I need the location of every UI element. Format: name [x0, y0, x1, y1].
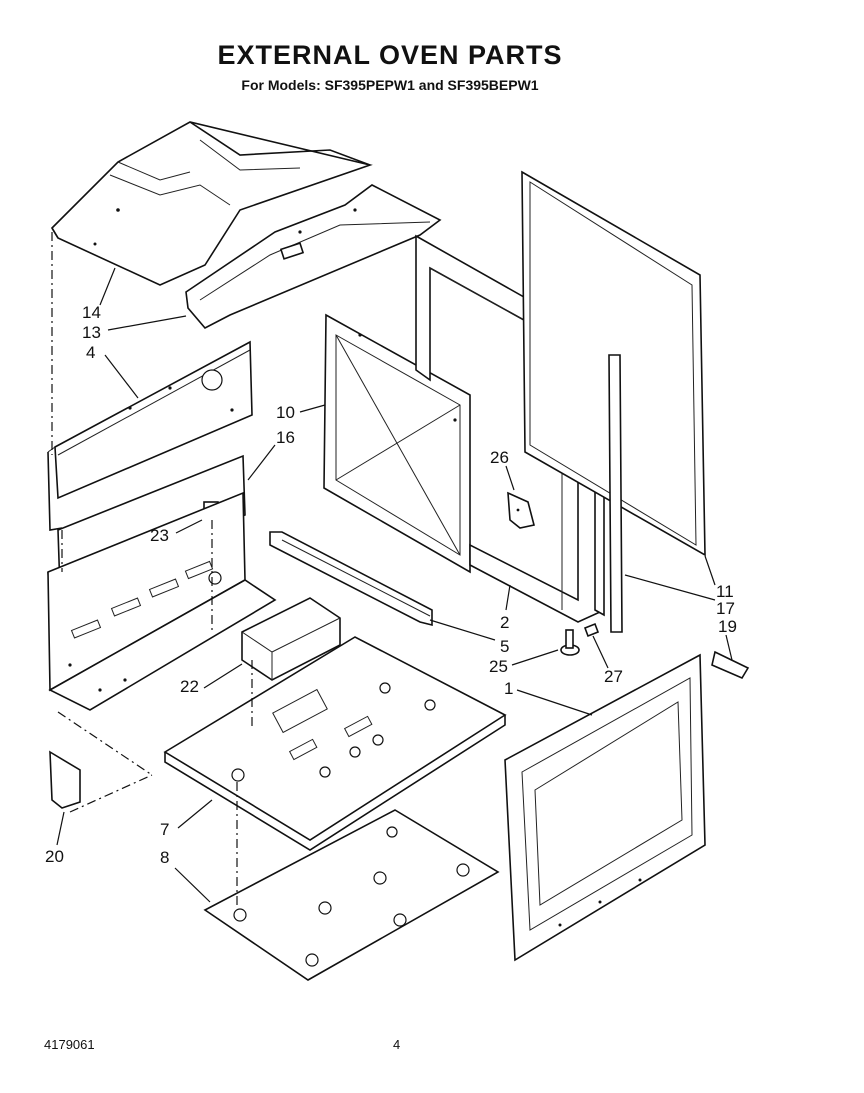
part-5-rail — [269, 531, 433, 627]
callout-19: 19 — [718, 617, 737, 636]
callout-25: 25 — [489, 657, 508, 676]
callout-22: 22 — [180, 677, 199, 696]
callout-27: 27 — [604, 667, 623, 686]
callout-7: 7 — [160, 820, 169, 839]
part-26-bracket — [507, 491, 535, 529]
callout-11: 11 — [716, 582, 734, 601]
page-number: 4 — [393, 1037, 401, 1052]
part-22-cover-box — [241, 597, 341, 681]
callout-5: 5 — [500, 637, 509, 656]
callout-16: 16 — [276, 428, 295, 447]
callout-14: 14 — [82, 303, 101, 322]
callout-23: 23 — [150, 526, 169, 545]
part-7-base-pan — [163, 636, 507, 851]
page-title: EXTERNAL OVEN PARTS — [217, 40, 563, 70]
part-10-back-plate — [323, 313, 471, 574]
callout-10: 10 — [276, 403, 295, 422]
lower-side-frame — [47, 491, 277, 711]
callout-20: 20 — [45, 847, 64, 866]
part-13-mounting-rail — [185, 184, 442, 330]
callout-4: 4 — [86, 343, 95, 362]
alignment-lines — [51, 232, 253, 908]
callout-8: 8 — [160, 848, 169, 867]
part-8-bottom-plate — [203, 809, 500, 981]
callout-2: 2 — [500, 613, 509, 632]
callout-1: 1 — [504, 679, 513, 698]
callout-26: 26 — [490, 448, 509, 467]
callout-17: 17 — [716, 599, 735, 618]
callout-labels: 14 13 4 10 16 26 23 11 17 2 5 19 25 27 1… — [45, 303, 737, 867]
part-25-27-hardware — [560, 622, 600, 656]
part-1-front-frame — [504, 650, 750, 962]
part-20-small-bracket — [49, 750, 81, 809]
part-4-rear-panel — [47, 340, 253, 531]
leader-lines — [56, 267, 733, 903]
page-subtitle: For Models: SF395PEPW1 and SF395BEPW1 — [241, 77, 539, 93]
part-14-top-cover — [50, 121, 373, 286]
callout-13: 13 — [82, 323, 101, 342]
document-part-number: 4179061 — [44, 1037, 95, 1052]
part-17-trim-strip — [608, 354, 623, 633]
